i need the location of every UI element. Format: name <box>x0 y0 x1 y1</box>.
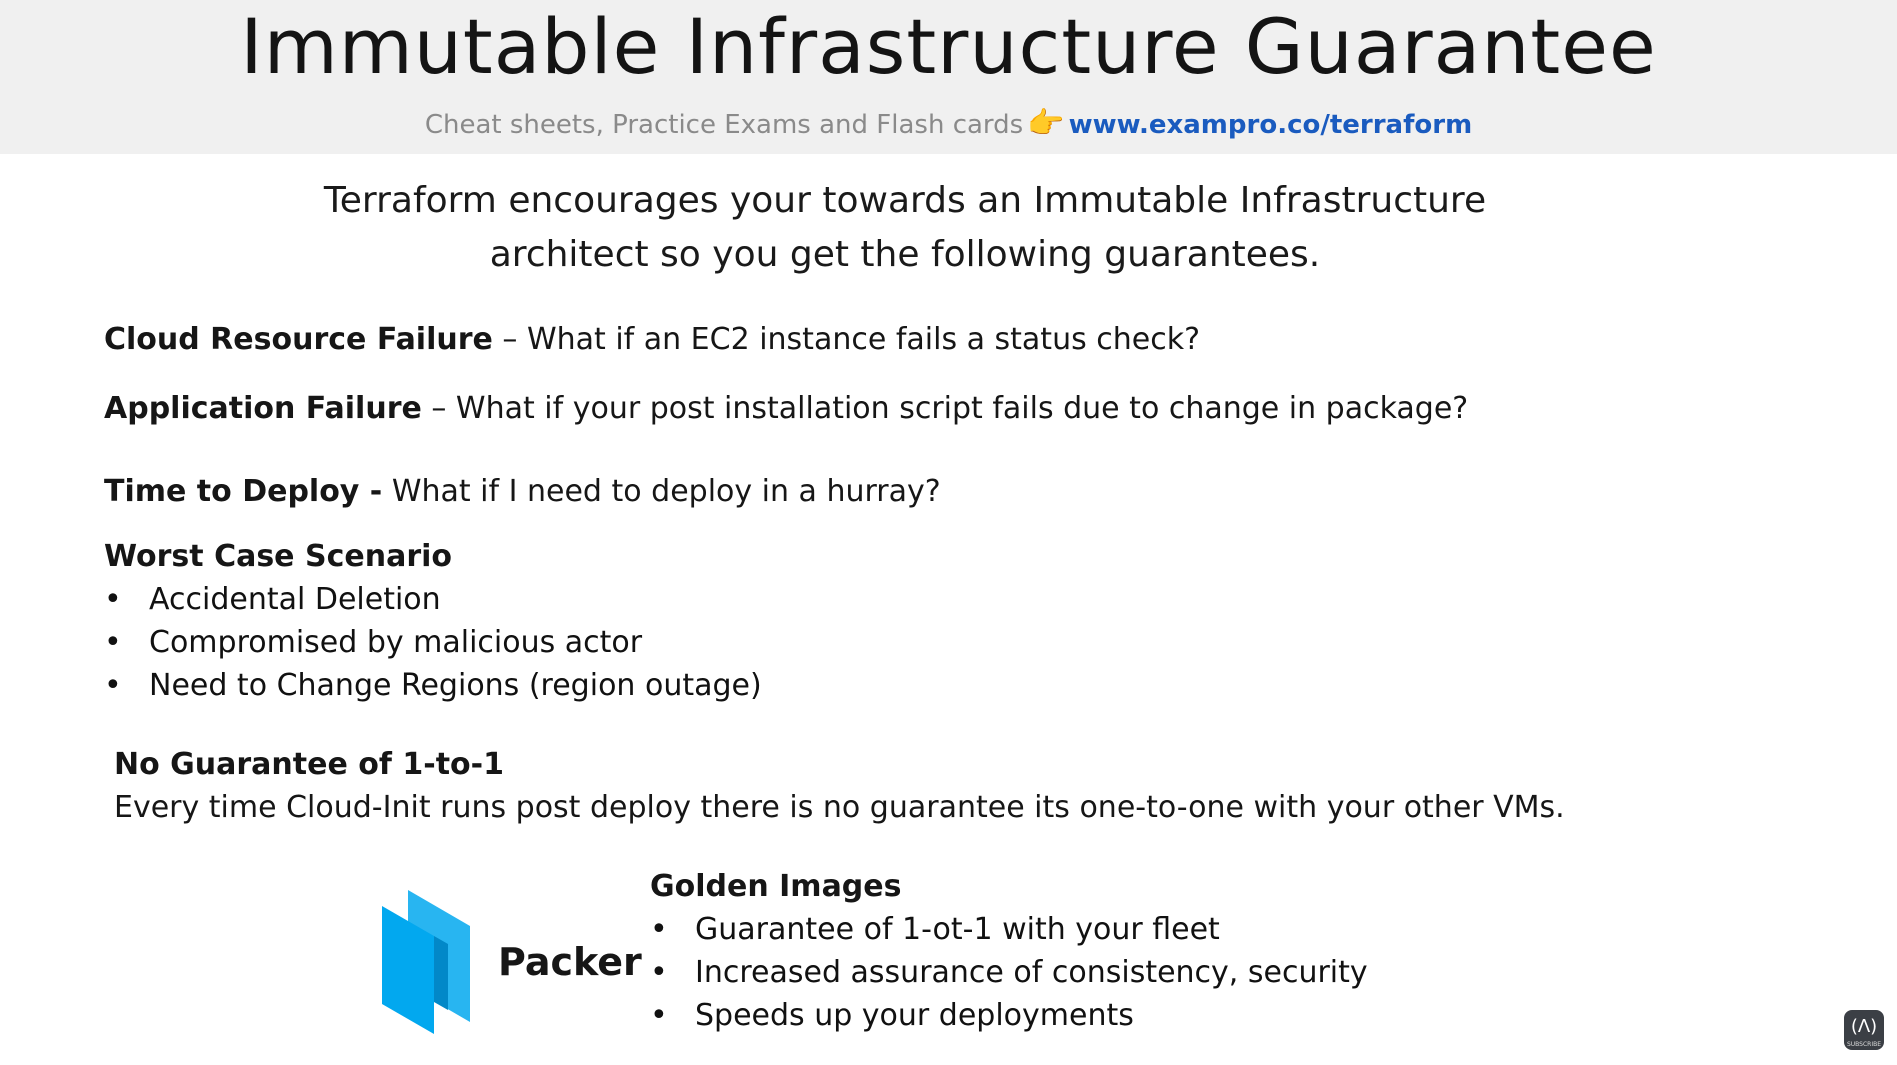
freecodecamp-icon[interactable]: (ᐱ)SUBSCRIBE <box>1844 1010 1884 1050</box>
list-item: Compromised by malicious actor <box>104 621 762 664</box>
list-item: Need to Change Regions (region outage) <box>104 664 762 707</box>
packer-logo-front <box>382 906 434 1034</box>
item-time-to-deploy: Time to Deploy - What if I need to deplo… <box>104 472 941 512</box>
item-separator <box>382 474 392 509</box>
subscribe-caption: SUBSCRIBE <box>1846 1041 1882 1048</box>
slide-title: Immutable Infrastructure Guarantee <box>240 2 1657 91</box>
item-text: What if an EC2 instance fails a status c… <box>526 322 1201 357</box>
intro-text: Terraform encourages your towards an Imm… <box>0 174 1810 282</box>
item-separator: – <box>421 391 456 426</box>
item-separator: – <box>492 322 527 357</box>
golden-images-heading: Golden Images <box>650 867 901 907</box>
list-item: Increased assurance of consistency, secu… <box>650 951 1368 994</box>
item-text: What if your post installation script fa… <box>455 391 1469 426</box>
worst-case-heading: Worst Case Scenario <box>104 537 452 577</box>
packer-logo-fold <box>434 936 448 1010</box>
no-guarantee-heading-text: No Guarantee of 1-to-1 <box>114 747 504 782</box>
subtitle-line: Cheat sheets, Practice Exams and Flash c… <box>0 106 1897 143</box>
no-guarantee-heading: No Guarantee of 1-to-1 <box>114 745 504 785</box>
item-term: Cloud Resource Failure <box>104 322 493 357</box>
worst-case-list: Accidental Deletion Compromised by malic… <box>104 578 762 707</box>
intro-line-1: Terraform encourages your towards an Imm… <box>323 180 1487 221</box>
golden-images-list: Guarantee of 1-ot-1 with your fleet Incr… <box>650 908 1368 1037</box>
intro-line-2: architect so you get the following guara… <box>489 234 1321 275</box>
list-item: Speeds up your deployments <box>650 994 1368 1037</box>
item-term: Application Failure <box>104 391 422 426</box>
golden-images-heading-text: Golden Images <box>650 869 902 904</box>
item-text: What if I need to deploy in a hurray? <box>391 474 941 509</box>
item-term: Time to Deploy - <box>104 474 383 509</box>
list-item: Accidental Deletion <box>104 578 762 621</box>
item-cloud-resource-failure: Cloud Resource Failure – What if an EC2 … <box>104 320 1200 360</box>
list-item: Guarantee of 1-ot-1 with your fleet <box>650 908 1368 951</box>
no-guarantee-text: Every time Cloud-Init runs post deploy t… <box>114 790 1565 825</box>
worst-case-heading-text: Worst Case Scenario <box>104 539 453 574</box>
item-application-failure: Application Failure – What if your post … <box>104 389 1468 429</box>
exampro-link[interactable]: www.exampro.co/terraform <box>1068 110 1473 140</box>
pointing-hand-icon: 👉 <box>1027 106 1065 141</box>
packer-logo-icon <box>382 890 470 1034</box>
slide-header: Immutable Infrastructure Guarantee Cheat… <box>0 0 1897 154</box>
packer-label: Packer <box>498 940 642 984</box>
subtitle-text: Cheat sheets, Practice Exams and Flash c… <box>424 110 1024 140</box>
